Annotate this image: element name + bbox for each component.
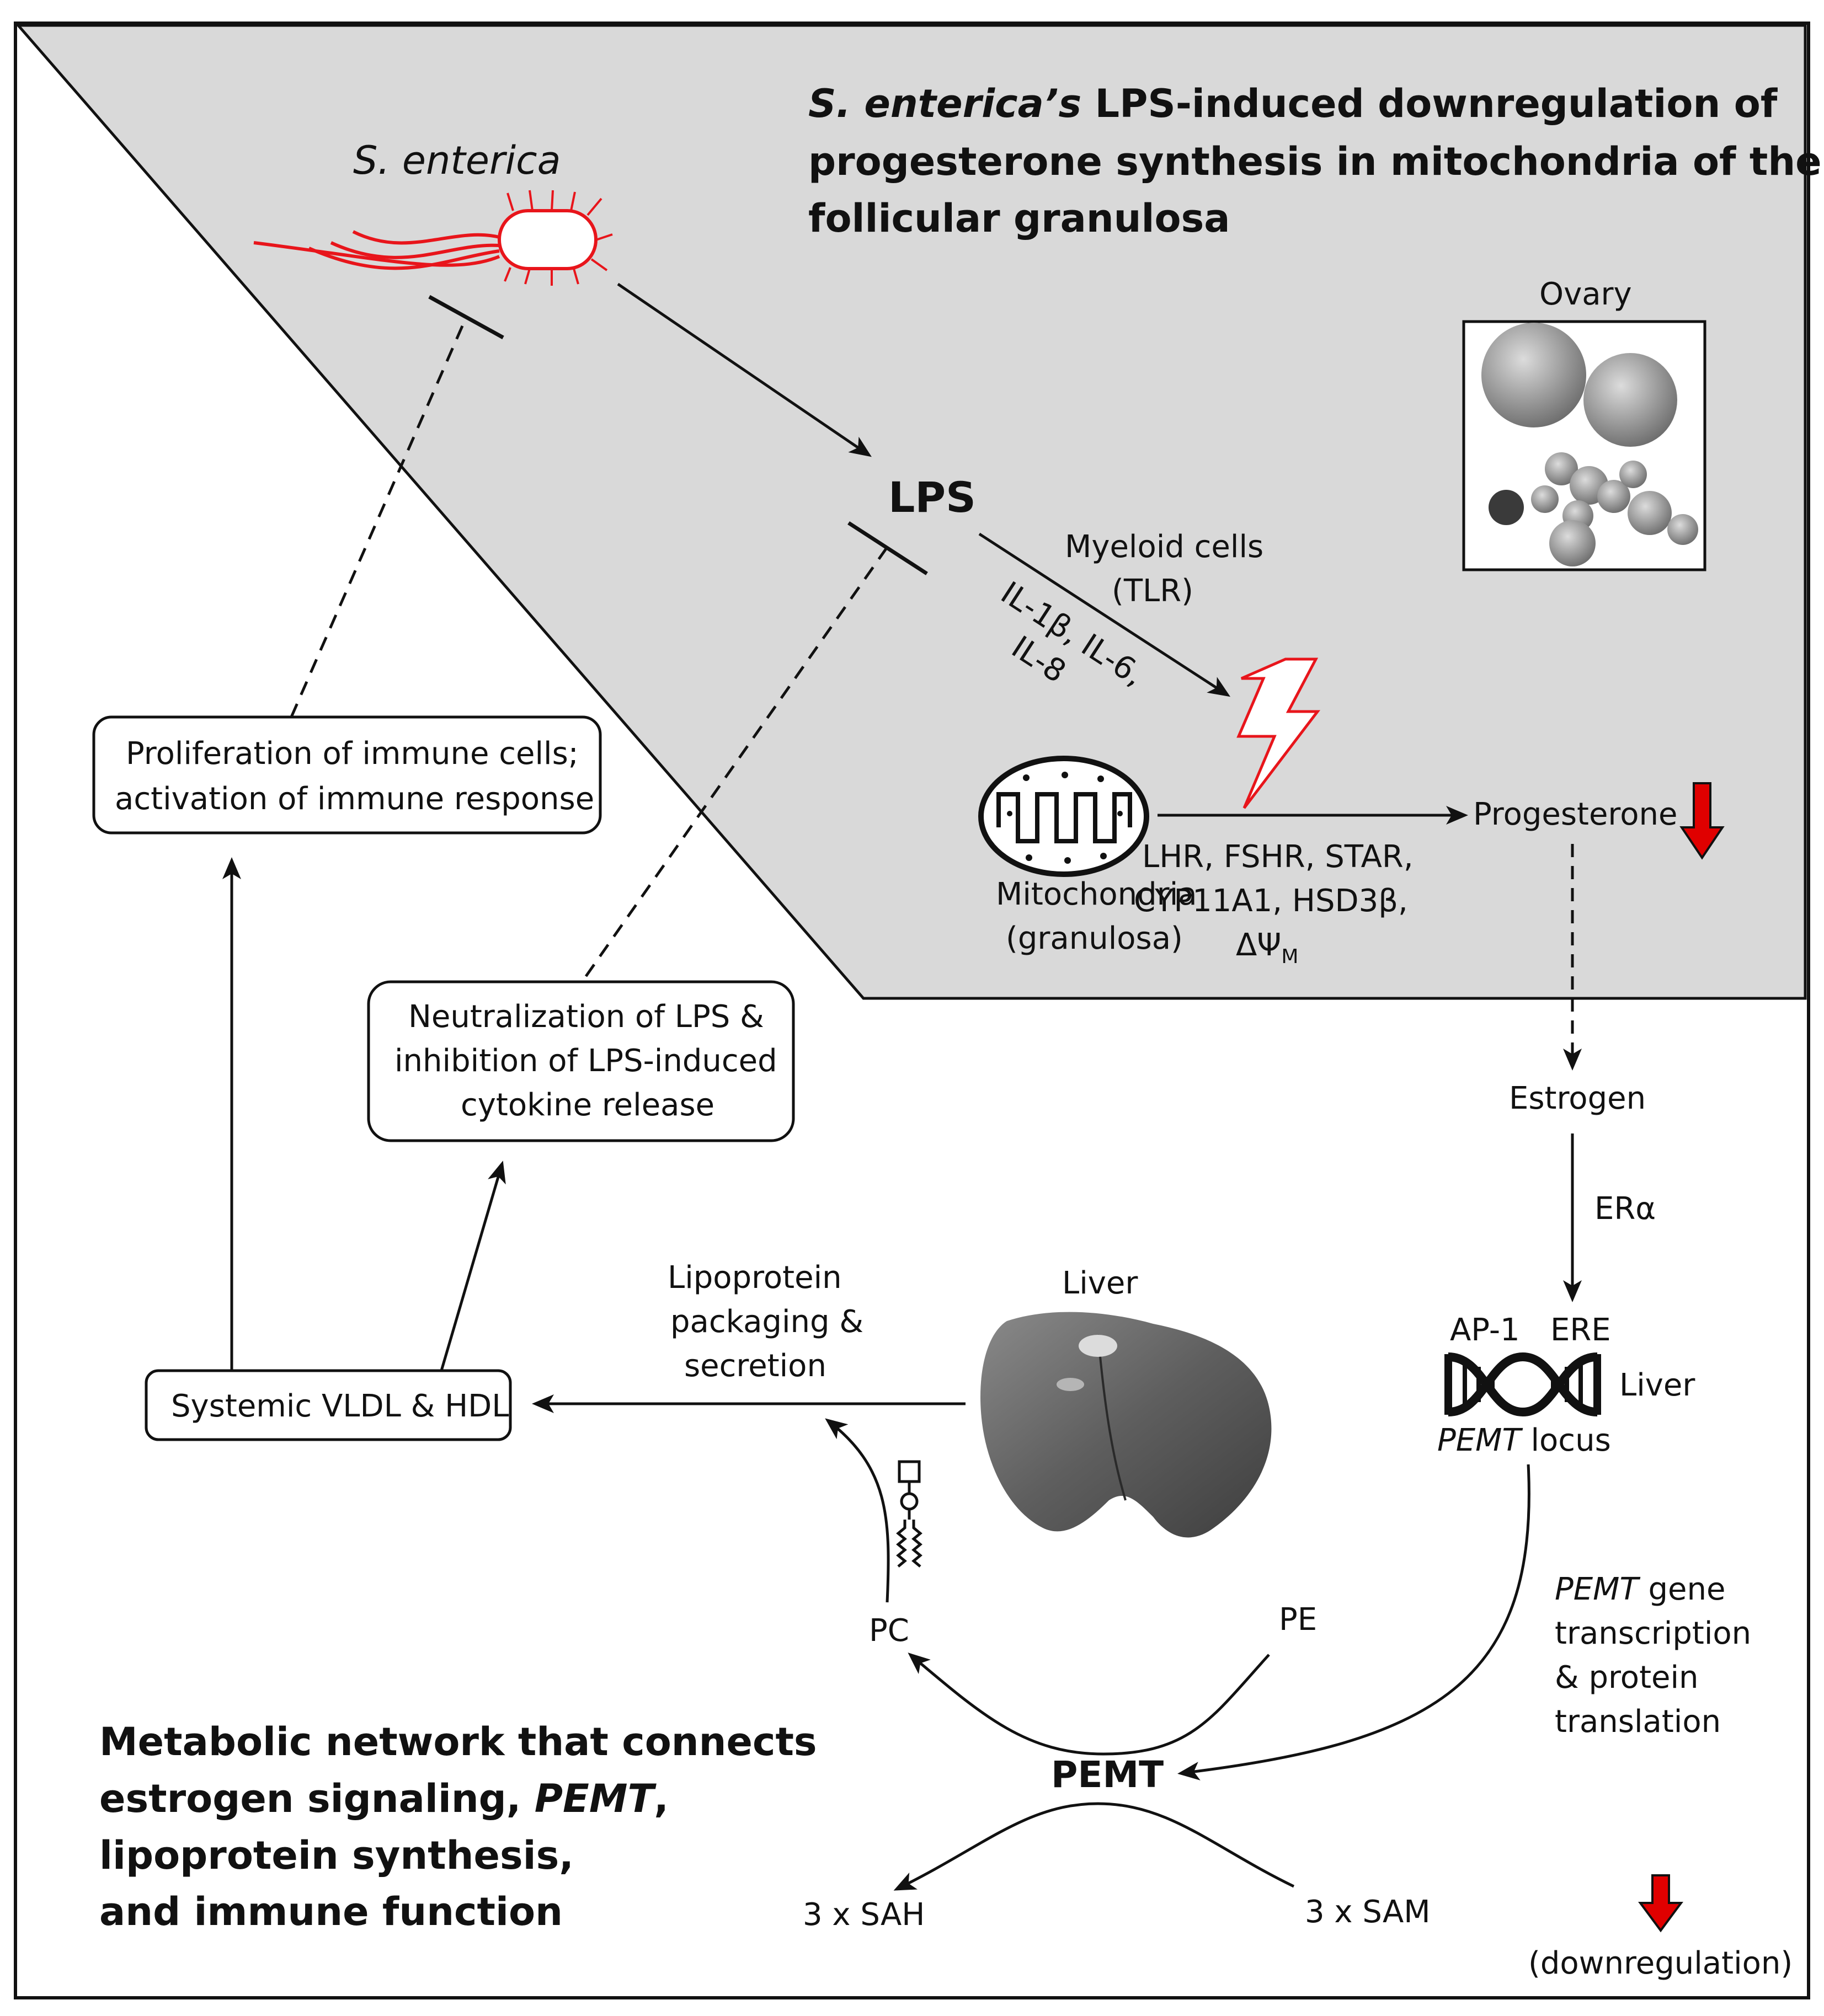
s-enterica-label: S. enterica [353,138,561,183]
arrow-pe-to-pc [908,1653,1270,1756]
pe-label: PE [1279,1602,1317,1638]
bottom-title-line3: lipoprotein synthesis, [99,1833,574,1878]
era-label: ERα [1594,1191,1656,1227]
ap1-label: AP-1 [1450,1312,1520,1348]
mitochondria-icon [978,756,1149,877]
dna-icon [1444,1352,1601,1417]
ovary-image [1462,320,1706,571]
bottom-title-line2-b: , [654,1776,669,1821]
pemt-locus-italic: PEMT [1437,1423,1523,1458]
transcription-label-1: PEMT gene [1555,1571,1725,1607]
genes-label-2: CYP11A1, HSD3β, [1134,883,1408,919]
arrow-sam-to-sah [893,1802,1295,1891]
ere-label: ERE [1550,1312,1611,1348]
top-title: S. enterica’s LPS-induced downregulation… [808,81,1778,126]
lightning-icon [1236,657,1321,809]
liver-image [980,1312,1272,1538]
bottom-title-line4: and immune function [99,1889,563,1934]
systemic-box [145,1369,512,1441]
myeloid-label-2: (TLR) [1112,573,1193,609]
lipo-label-3: secretion [684,1348,826,1384]
transcription-label-3: & protein [1555,1660,1699,1696]
proliferation-label-2: activation of immune response [115,781,594,817]
sah-label: 3 x SAH [803,1897,925,1933]
arrow-bacterium-to-lps [617,282,872,457]
shaded-region [15,24,1807,1000]
neutralization-box [367,980,795,1142]
lps-label: LPS [888,473,976,522]
myeloid-label-1: Myeloid cells [1065,529,1263,565]
pemt-locus-rest: locus [1521,1423,1611,1458]
downregulation-label: (downregulation) [1528,1945,1793,1981]
phospholipid-icon [896,1460,922,1568]
top-title-italic: S. enterica’s [808,81,1081,126]
top-title-line2: progesterone synthesis in mitochondria o… [808,139,1822,184]
neutralization-label-3: cytokine release [461,1087,714,1123]
bacterium-icon [253,190,613,286]
mitochondria-label-1: Mitochondria [996,876,1197,912]
transcription-rest: gene [1639,1571,1726,1607]
arrow-dna-to-pemt [1177,1464,1530,1780]
transcription-italic: PEMT [1555,1571,1640,1607]
transcription-label-4: translation [1555,1704,1721,1740]
pc-label: PC [869,1613,909,1649]
liver-organ-label: Liver [1062,1265,1138,1301]
bottom-title-line2-a: estrogen signaling, [99,1776,535,1821]
liver-dna-label: Liver [1619,1367,1695,1403]
proliferation-box [92,715,602,835]
systemic-label: Systemic VLDL & HDL [171,1388,509,1424]
genes-label-subscript: M [1281,945,1298,968]
pemt-locus-label: PEMT locus [1437,1423,1611,1458]
dashed-neutralization-to-lps [584,546,889,977]
estrogen-label: Estrogen [1509,1081,1646,1116]
bottom-title-line2-italic: PEMT [535,1776,657,1821]
arrow-systemic-to-neutralization [440,1161,506,1371]
neutralization-label-1: Neutralization of LPS & [408,999,764,1035]
progesterone-down-arrow [1679,782,1725,860]
ovary-label: Ovary [1539,276,1632,312]
top-title-line3: follicular granulosa [808,196,1230,241]
transcription-label-2: transcription [1555,1616,1751,1651]
mitochondria-label-2: (granulosa) [1006,921,1183,956]
inhibit-bar-bacterium [428,295,504,340]
sam-label: 3 x SAM [1305,1894,1431,1930]
pemt-label: PEMT [1051,1753,1164,1796]
bottom-title-line2: estrogen signaling, PEMT, [99,1776,669,1821]
genes-label-3: ΔΨM [1236,927,1298,968]
proliferation-label-1: Proliferation of immune cells; [126,736,579,772]
top-title-line1: LPS-induced downregulation of [1081,81,1778,126]
lipo-label-1: Lipoprotein [668,1260,842,1296]
neutralization-label-2: inhibition of LPS-induced [394,1043,777,1079]
genes-label-delta-psi: ΔΨ [1236,927,1281,963]
legend-down-arrow [1638,1874,1683,1933]
bottom-title-line1: Metabolic network that connects [99,1719,817,1764]
genes-label-1: LHR, FSHR, STAR, [1142,839,1414,875]
arrow-pc-to-lipoprotein [825,1418,890,1603]
progesterone-label: Progesterone [1473,796,1677,832]
arrow-lps-to-cytokines [978,532,1231,697]
lipo-label-2: packaging & [670,1304,863,1340]
